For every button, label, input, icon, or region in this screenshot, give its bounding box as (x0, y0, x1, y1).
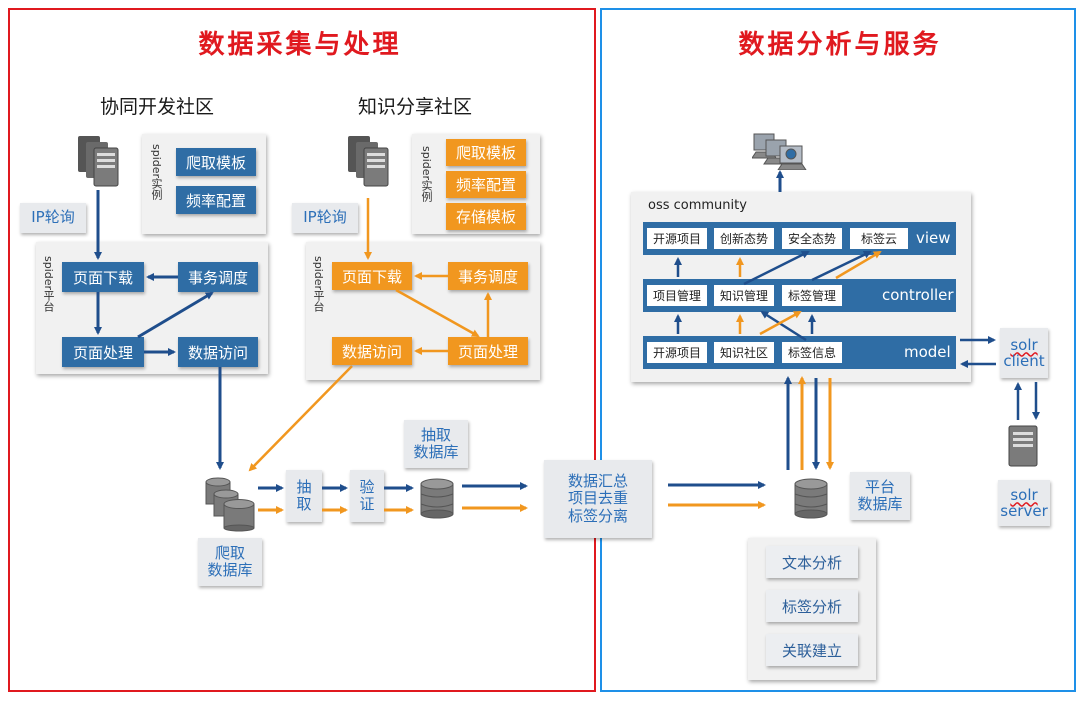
knowledge-data-access-box: 数据访问 (332, 337, 412, 365)
knowledge-community-title: 知识分享社区 (358, 96, 473, 118)
solr-server-icon (1008, 425, 1038, 467)
collab-task-schedule-box: 事务调度 (178, 262, 258, 292)
extract-database-icon (420, 478, 454, 519)
knowledge-crawl-template-button[interactable]: 爬取模板 (446, 139, 526, 166)
crawl-database-icon (205, 477, 255, 532)
controller-tag-management[interactable]: 标签管理 (782, 285, 842, 306)
knowledge-download-to-process-arrow (395, 288, 480, 338)
collab-data-access-box: 数据访问 (178, 337, 258, 367)
controller-to-view-arrow-3 (743, 250, 810, 286)
collab-spider-platform-label: spider平台 (42, 256, 55, 313)
collab-process-to-schedule-arrow (137, 291, 214, 339)
view-security-trend[interactable]: 安全态势 (782, 228, 842, 249)
knowledge-spider-instance-label: spider实例 (420, 146, 433, 203)
knowledge-page-process-box: 页面处理 (448, 337, 528, 365)
view-tag-cloud[interactable]: 标签云 (850, 228, 908, 249)
collab-page-download-box: 页面下载 (62, 262, 144, 292)
collab-server-icon (78, 136, 119, 187)
knowledge-spider-platform-label: spider平台 (312, 256, 325, 313)
verify-step-box: 验 证 (350, 470, 384, 522)
controller-knowledge-management[interactable]: 知识管理 (714, 285, 774, 306)
extract-step-label: 抽 取 (296, 477, 312, 513)
crawl-database-line-1: 爬取 数据库 (207, 543, 253, 579)
solr-server-role: server (1000, 502, 1048, 520)
knowledge-task-schedule-box: 事务调度 (448, 262, 528, 290)
solr-server-word: solr (1010, 485, 1038, 504)
collab-frequency-config-button[interactable]: 频率配置 (176, 186, 256, 214)
tag-analysis-button[interactable]: 标签分析 (766, 590, 858, 622)
solr-client-role: client (1003, 352, 1045, 370)
data-analysis-region (600, 8, 1076, 692)
model-open-source-projects[interactable]: 开源项目 (647, 342, 707, 363)
knowledge-server-icon (348, 136, 389, 187)
collab-crawl-template-button[interactable]: 爬取模板 (176, 148, 256, 176)
knowledge-page-download-box: 页面下载 (332, 262, 412, 290)
association-build-button[interactable]: 关联建立 (766, 634, 858, 666)
data-collection-region (8, 8, 596, 692)
solr-client-word: solr (1010, 335, 1038, 354)
extract-database-text: 抽取 数据库 (413, 425, 459, 461)
collab-ip-polling-box: IP轮询 (20, 203, 86, 233)
data-summary-box: 数据汇总 项目去重 标签分离 (544, 460, 652, 538)
collab-page-process-box: 页面处理 (62, 337, 144, 367)
right-region-title: 数据分析与服务 (738, 30, 942, 60)
oss-community-title: oss community (648, 198, 747, 213)
crawl-database-label: 爬取 数据库 (198, 538, 262, 586)
tag-info-to-knowledge-mgmt-arrow (760, 310, 807, 342)
collab-community-title: 协同开发社区 (100, 96, 215, 118)
text-analysis-button[interactable]: 文本分析 (766, 546, 858, 578)
collab-spider-instance-label: spider实例 (150, 144, 163, 201)
data-summary-text: 数据汇总 项目去重 标签分离 (567, 472, 628, 525)
knowledge-access-to-db-arrow (248, 365, 353, 472)
left-region-title: 数据采集与处理 (198, 30, 402, 60)
model-knowledge-community[interactable]: 知识社区 (714, 342, 774, 363)
controller-project-management[interactable]: 项目管理 (647, 285, 707, 306)
controller-to-view-arrow-5 (835, 250, 882, 280)
knowledge-storage-template-button[interactable]: 存储模板 (446, 203, 526, 230)
controller-layer-label: controller (882, 286, 954, 304)
model-tag-info[interactable]: 标签信息 (782, 342, 842, 363)
knowledge-frequency-config-button[interactable]: 频率配置 (446, 171, 526, 198)
knowledge-ip-polling-box: IP轮询 (292, 203, 358, 233)
extract-database-label: 抽取 数据库 (404, 420, 468, 468)
solr-client-box: solr client (1000, 328, 1048, 378)
knowledge-to-tag-mgmt-arrow (759, 310, 802, 336)
solr-server-box: solr server (998, 480, 1050, 526)
model-layer-label: model (904, 343, 951, 361)
view-layer-label: view (916, 229, 951, 247)
platform-database-label: 平台 数据库 (850, 472, 910, 520)
verify-step-label: 验 证 (359, 477, 375, 513)
platform-database-icon (794, 478, 828, 519)
controller-to-view-arrow-4 (811, 250, 872, 282)
view-open-source-projects[interactable]: 开源项目 (647, 228, 707, 249)
user-terminals-icon (752, 133, 807, 170)
view-innovation-trend[interactable]: 创新态势 (714, 228, 774, 249)
platform-database-text: 平台 数据库 (857, 477, 903, 513)
extract-step-box: 抽 取 (286, 470, 322, 522)
